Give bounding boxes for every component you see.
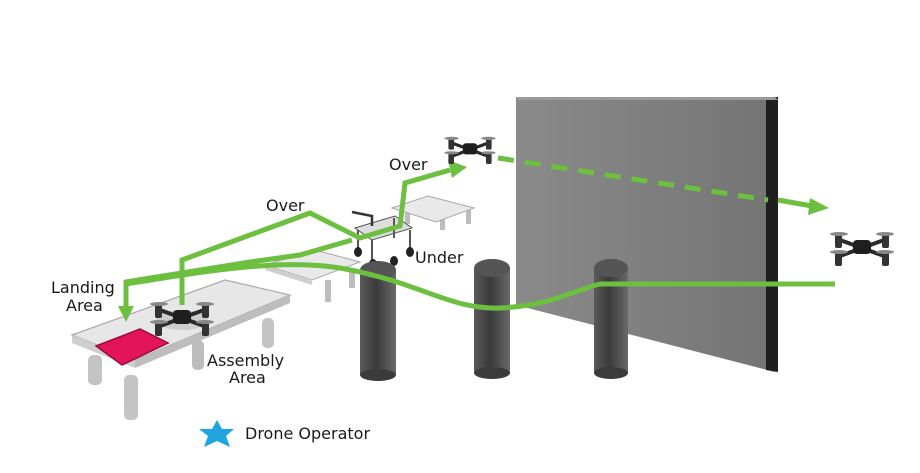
drone-icon <box>150 302 214 336</box>
landing-area-label: Landing <box>51 278 115 297</box>
under-label: Under <box>415 248 464 267</box>
landing-pad <box>94 328 170 366</box>
legend-text: Drone Operator <box>245 424 370 443</box>
wall-obstacle <box>516 97 778 372</box>
flight-path-over <box>179 160 467 305</box>
small-table-back <box>390 195 476 230</box>
over-label: Over <box>389 155 428 174</box>
assembly-area-label: Assembly <box>207 351 284 370</box>
flight-path-under <box>125 262 835 311</box>
over-label: Over <box>266 196 305 215</box>
pillar-2 <box>474 259 510 379</box>
drone-icon <box>830 232 894 266</box>
pillar-3 <box>594 259 628 379</box>
landing-area-label: Area <box>66 296 103 315</box>
drone-icon <box>444 136 496 164</box>
legend: Drone Operator <box>199 420 370 447</box>
pillar-1 <box>360 261 396 381</box>
cart-obstacle <box>351 210 414 269</box>
star-icon <box>199 420 234 447</box>
assembly-area-label: Area <box>229 368 266 387</box>
flight-path-exit-arrow <box>777 197 829 215</box>
flight-path-landing <box>118 237 353 322</box>
flight-path-through-wall <box>497 155 769 203</box>
